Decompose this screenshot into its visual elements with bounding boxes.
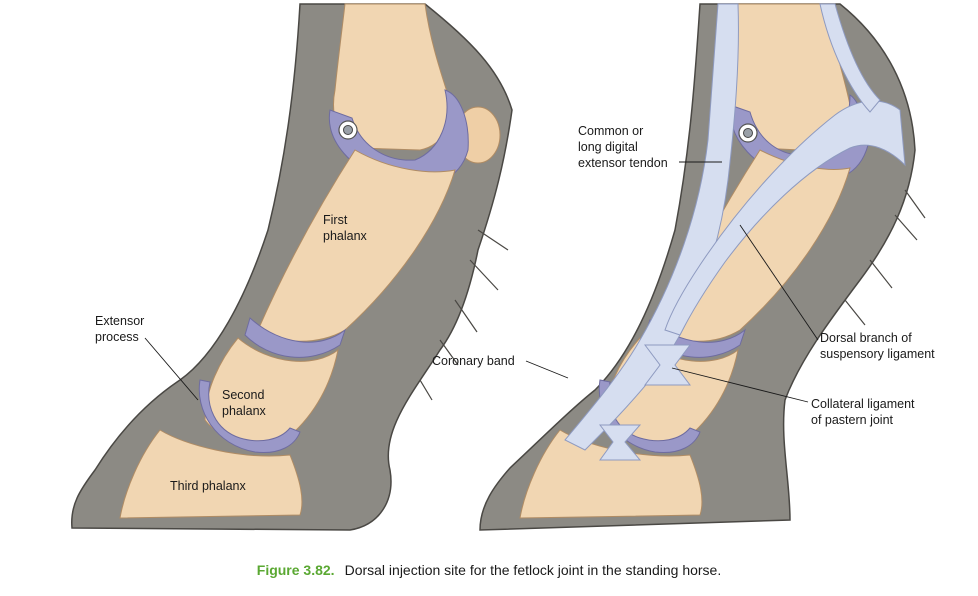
right-third-phalanx — [519, 429, 703, 519]
label-extensor-process: Extensor process — [95, 314, 148, 344]
collateral-ligament-lower — [598, 424, 642, 461]
leader-coronary-band — [525, 360, 569, 379]
injection-site-icon — [738, 123, 758, 143]
right-hair — [844, 189, 926, 326]
left-panel: First phalanx Extensor process Second ph… — [71, 3, 513, 531]
leader-dorsal-branch — [739, 224, 819, 341]
leader-extensor-process — [144, 337, 199, 401]
injection-site-icon — [338, 120, 358, 140]
anatomy-figure: First phalanx Extensor process Second ph… — [71, 3, 935, 531]
label-collateral-ligament: Collateral ligament of pastern joint — [811, 397, 918, 427]
left-third-phalanx — [119, 429, 303, 519]
left-pastern-capsule — [244, 317, 347, 358]
caption-text: Dorsal injection site for the fetlock jo… — [344, 562, 722, 578]
figure-caption: Figure 3.82. Dorsal injection site for th… — [0, 562, 978, 578]
left-coffin-capsule — [198, 379, 301, 454]
dorsal-branch-upper — [819, 3, 881, 113]
dorsal-branch-suspensory-ligament — [664, 100, 906, 336]
left-hair — [419, 229, 509, 401]
right-panel: Common or long digital extensor tendon C… — [432, 3, 935, 531]
label-first-phalanx: First phalanx — [323, 213, 368, 243]
label-third-phalanx: Third phalanx — [170, 479, 246, 493]
label-second-phalanx: Second phalanx — [222, 388, 268, 418]
label-dorsal-branch: Dorsal branch of suspensory ligament — [820, 331, 935, 361]
leader-collateral-ligament — [671, 367, 809, 403]
label-common-extensor-tendon: Common or long digital extensor tendon — [578, 124, 668, 170]
label-coronary-band: Coronary band — [432, 354, 515, 368]
left-cannon-bone — [333, 3, 451, 151]
figure-number: Figure 3.82. — [256, 562, 335, 578]
common-extensor-tendon — [564, 3, 739, 451]
collateral-ligament-upper — [644, 344, 691, 386]
